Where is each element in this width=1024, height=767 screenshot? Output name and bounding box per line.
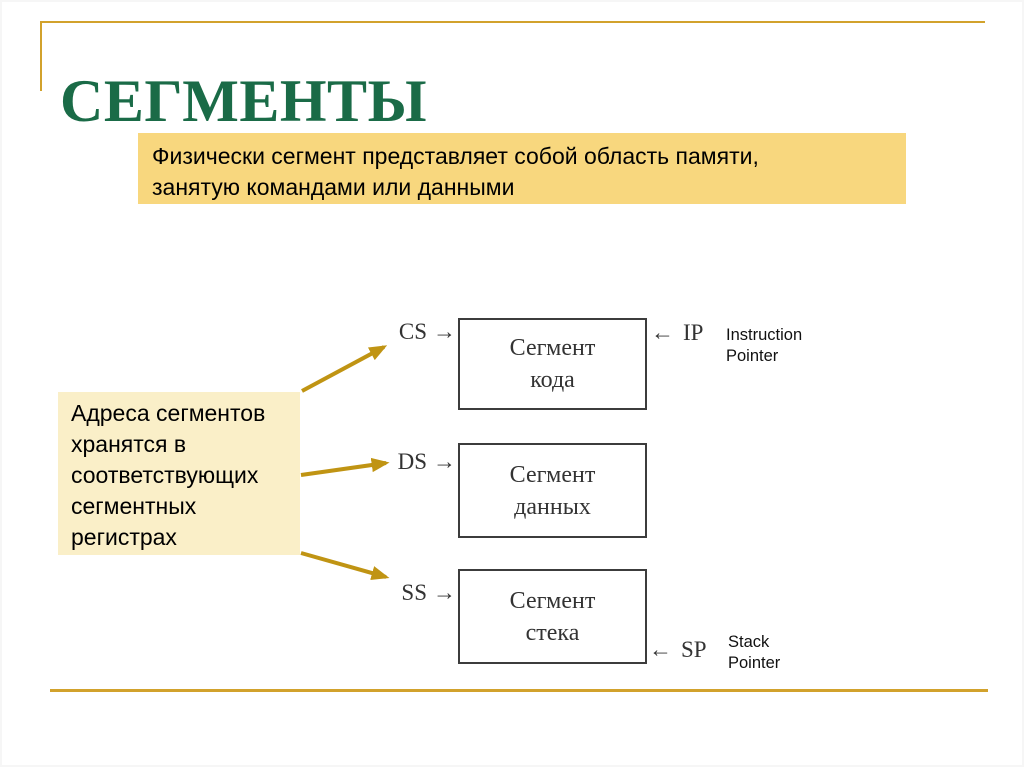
right-arrow-glyph-icon: → [433, 319, 456, 344]
left-arrow-glyph-icon: ← [649, 637, 672, 662]
data-segment-box: Сегмент данных [458, 443, 647, 538]
register-name: SS [401, 580, 427, 605]
pointer-name: SP [681, 637, 707, 662]
caption-line: Pointer [726, 347, 779, 365]
register-name: DS [397, 449, 427, 474]
note-text-line: регистрах [71, 524, 177, 550]
pointer-label-sp: ← SP [649, 637, 707, 663]
arrow-to-cs-icon [301, 345, 388, 393]
register-label-ss: SS→ [384, 580, 456, 606]
caption-line: Stack [728, 633, 770, 651]
segment-label-line: Сегмент [509, 461, 596, 488]
segment-label-line: данных [514, 493, 591, 520]
note-text-line: соответствующих [71, 462, 259, 488]
stack-pointer-caption: Stack Pointer [728, 632, 780, 674]
segment-label-line: Сегмент [509, 335, 596, 361]
note-box: Адреса сегментов хранятся в соответствую… [58, 392, 300, 555]
slide-title: СЕГМЕНТЫ [60, 68, 427, 135]
stack-segment-box: Сегмент стека [458, 569, 647, 664]
segment-label-line: кода [530, 367, 575, 393]
segment-label-line: Сегмент [509, 587, 596, 614]
code-segment-box: Сегмент кода [458, 318, 647, 410]
register-name: CS [398, 319, 427, 344]
intro-text-line-1: Физически сегмент представляет собой обл… [152, 143, 759, 169]
register-label-cs: CS→ [384, 319, 456, 345]
arrow-to-ds-icon [300, 457, 390, 477]
note-text-line: сегментных [71, 493, 197, 519]
caption-line: Instruction [726, 326, 803, 344]
pointer-label-ip: ← IP [651, 320, 703, 346]
intro-text-line-2: занятую командами или данными [152, 174, 515, 200]
pointer-name: IP [683, 320, 704, 345]
bottom-gold-rule [50, 689, 988, 692]
register-label-ds: DS→ [384, 449, 456, 475]
arrow-to-ss-icon [300, 551, 390, 581]
top-gold-rule [40, 21, 985, 23]
left-gold-rule [40, 21, 42, 91]
segment-label-line: стека [525, 619, 580, 646]
caption-line: Pointer [728, 654, 781, 672]
right-arrow-glyph-icon: → [433, 580, 456, 605]
connector-arrows [300, 345, 390, 581]
instruction-pointer-caption: Instruction Pointer [726, 325, 802, 367]
right-arrow-glyph-icon: → [433, 449, 456, 474]
intro-highlight-box: Физически сегмент представляет собой обл… [138, 133, 906, 204]
note-text-line: Адреса сегментов [71, 400, 266, 426]
note-text-line: хранятся в [71, 431, 187, 457]
left-arrow-glyph-icon: ← [651, 320, 674, 345]
